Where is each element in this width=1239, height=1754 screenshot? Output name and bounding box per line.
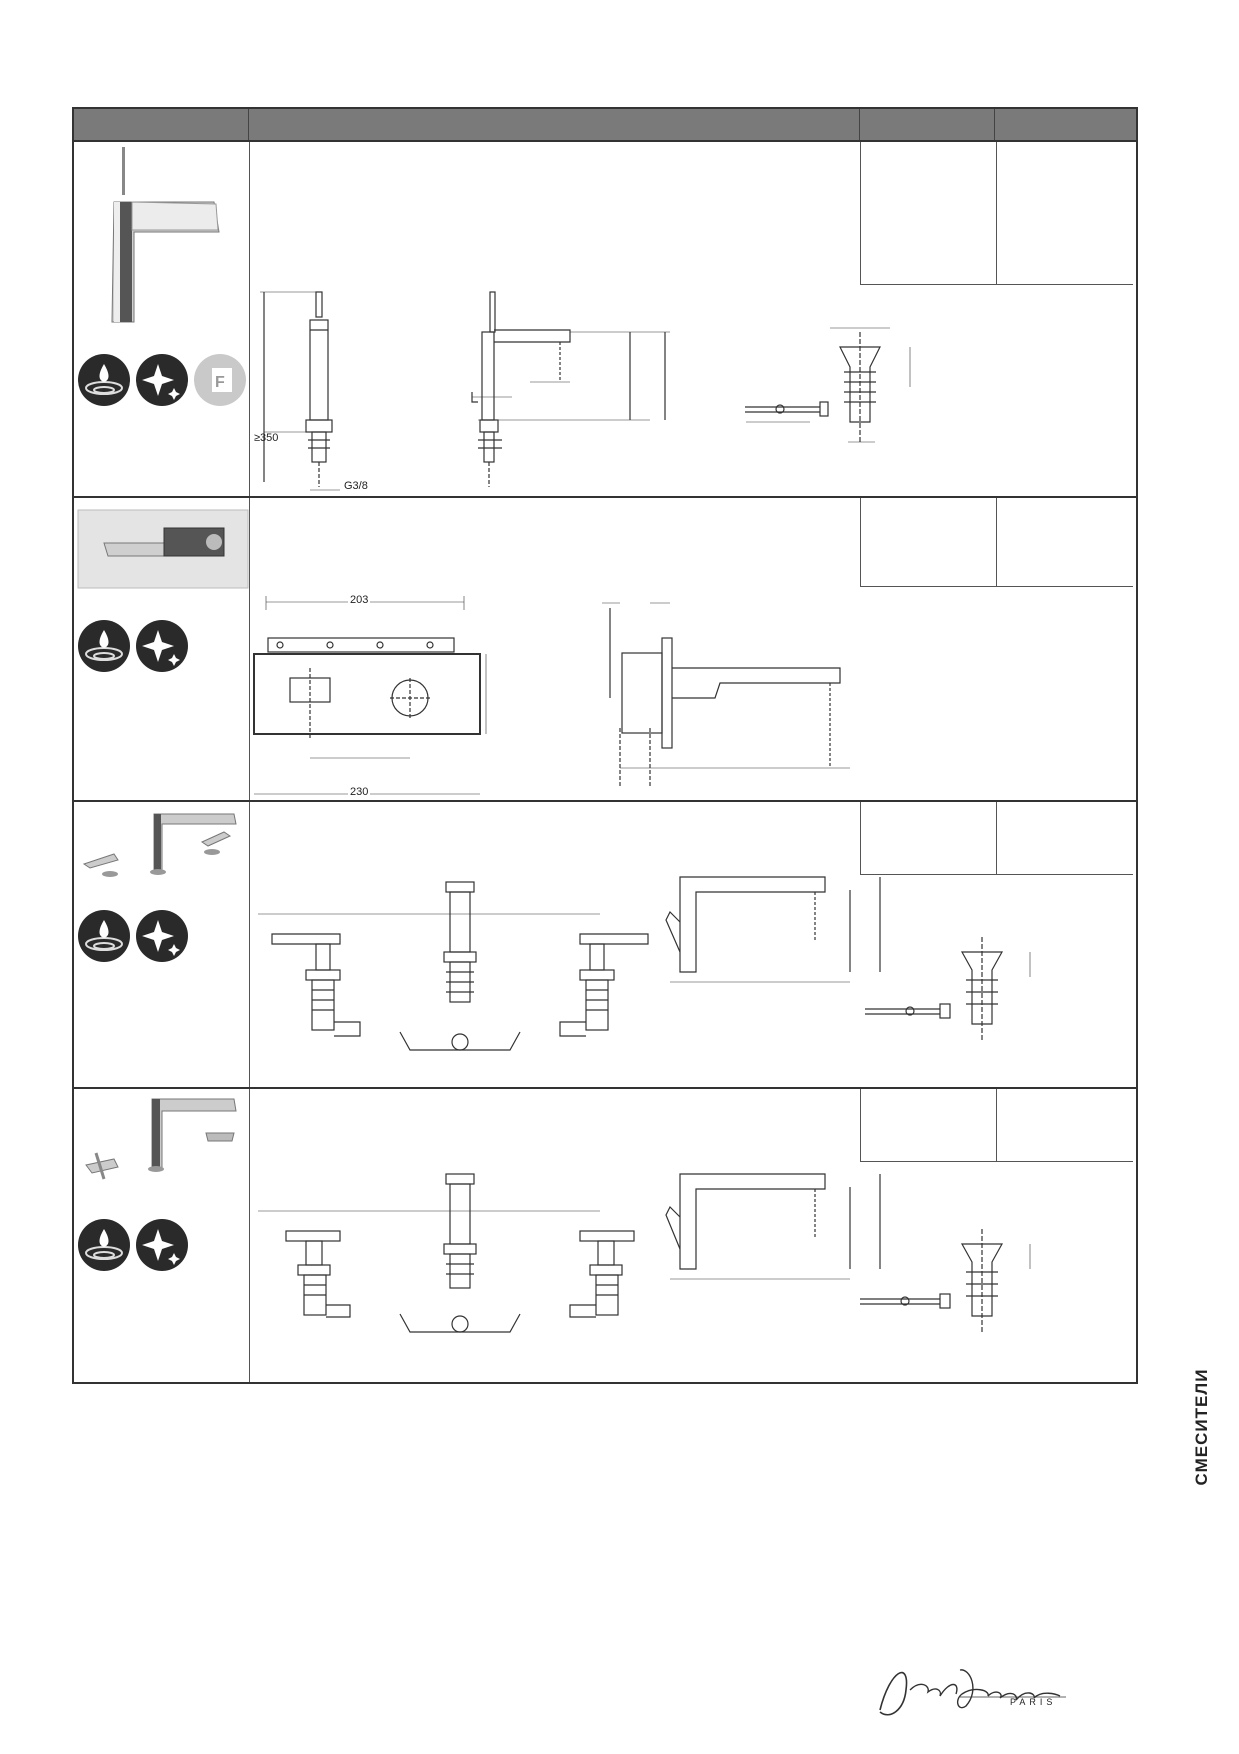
table-header [74,109,1136,142]
reference-box [860,142,996,285]
water-saving-icon [78,354,130,406]
sparkle-clean-icon [136,354,188,406]
product-table: F [72,107,1138,1384]
drawing-three-hole-lever [258,876,1031,1051]
water-saving-icon [78,1219,130,1271]
sparkle-clean-icon [136,620,188,672]
faucet-photo [85,1098,237,1180]
dim-thread: G3/8 [344,480,368,492]
water-saving-icon [78,620,130,672]
faucet-photo [111,147,220,323]
technical-drawing-cell: 203 230 [250,498,1136,800]
energy-icon: F [194,354,246,406]
finish-box [996,142,1133,285]
technical-drawing-cell: ≥350 G3/8 [250,142,1136,496]
brand-logo [879,1669,1066,1716]
technical-drawing-cell [250,802,1136,1087]
feature-icons [78,1219,188,1271]
header-col-ref [860,109,995,140]
brand-city: PARIS [1010,1697,1057,1707]
section-label: СМЕСИТЕЛИ [1192,1368,1211,1486]
product-row-1: F [74,142,1136,498]
dim-min-height: ≥350 [254,432,279,444]
reference-box [860,498,996,587]
product-image-cell: F [74,142,250,496]
product-image-cell [74,498,250,800]
sparkle-clean-icon [136,1219,188,1271]
svg-text:F: F [215,374,225,391]
water-saving-icon [78,910,130,962]
dim-width-top: 203 [348,594,371,606]
finish-box [996,1089,1133,1162]
product-row-2: 203 230 [74,498,1136,802]
feature-icons [78,910,188,962]
sparkle-clean-icon [136,910,188,962]
feature-icons [78,620,188,672]
product-image-cell [74,802,250,1087]
technical-drawing-cell [250,1089,1136,1382]
faucet-photo [82,813,237,877]
drawing-three-hole-cross [258,1173,1031,1334]
product-image-cell [74,1089,250,1382]
finish-box [996,802,1133,875]
product-row-4 [74,1089,1136,1382]
dim-width-bottom: 230 [348,786,371,798]
header-col-drawing [249,109,860,140]
reference-box [860,802,996,875]
drawing-front-side-waste [260,291,911,491]
header-col-image [74,109,249,140]
drawing-plate-side [253,596,850,795]
feature-icons: F [78,354,246,406]
finish-box [996,498,1133,587]
reference-box [860,1089,996,1162]
header-col-finish [995,109,1136,140]
faucet-photo [77,509,249,589]
product-row-3 [74,802,1136,1089]
